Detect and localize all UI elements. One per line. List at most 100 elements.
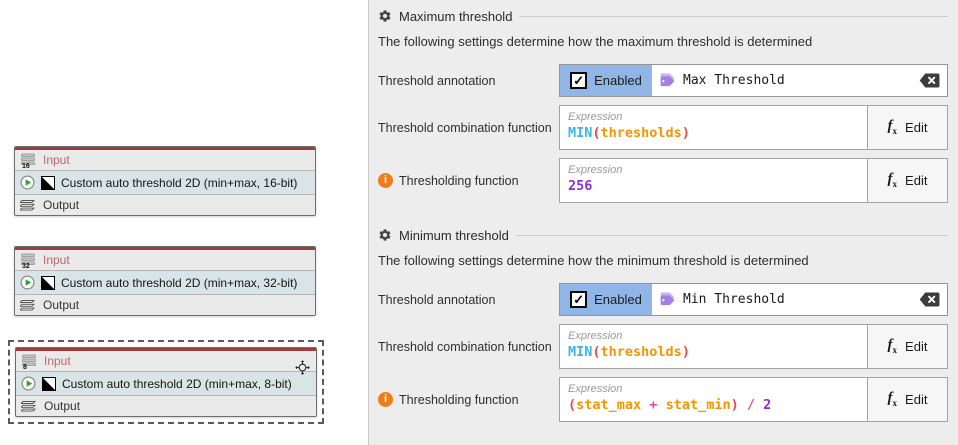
clear-text-icon[interactable] [919, 73, 940, 88]
image-stack-icon: 32 [20, 253, 37, 270]
node-input-label: Input [43, 253, 70, 267]
fx-icon: fx [887, 337, 898, 355]
info-icon: i [378, 173, 393, 188]
node-title-row[interactable]: Custom auto threshold 2D (min+max, 16-bi… [15, 170, 315, 194]
block-settings-panel: Maximum threshold The following settings… [368, 0, 958, 445]
move-cursor-icon [295, 360, 310, 380]
checkbox-label: Enabled [594, 73, 642, 88]
expression-placeholder: Expression [568, 164, 623, 176]
expression-code[interactable]: MIN(thresholds) [568, 344, 690, 361]
expression-code[interactable]: (stat_max + stat_min) / 2 [568, 397, 772, 414]
bit-depth-badge: 8 [23, 363, 27, 371]
annotation-value[interactable]: Max Threshold [683, 73, 785, 88]
expression-code[interactable]: MIN(thresholds) [568, 125, 690, 142]
expression-placeholder: Expression [568, 330, 623, 342]
info-icon: i [378, 392, 393, 407]
node-input-label: Input [43, 153, 70, 167]
fx-icon: fx [887, 171, 898, 189]
expression-placeholder: Expression [568, 111, 623, 123]
expression-placeholder: Expression [568, 383, 623, 395]
annotation-text-field[interactable]: Min Threshold [652, 284, 947, 315]
fx-icon: fx [887, 118, 898, 136]
fx-icon: fx [887, 390, 898, 408]
section-header: Minimum threshold [378, 226, 948, 244]
annotation-text-field[interactable]: Max Threshold [652, 65, 947, 96]
field-label: Threshold annotation [378, 73, 496, 88]
row-threshold-annotation: Threshold annotation ✓ Enabled Max Thres… [378, 64, 948, 97]
section-title: Maximum threshold [399, 8, 513, 24]
section-minimum-threshold: Minimum threshold The following settings… [378, 226, 948, 422]
image-stack-icon: 16 [20, 153, 37, 170]
field-label: i Thresholding function [378, 392, 559, 407]
selection-marquee: 8 Input Custom auto threshold 2D (min+ma… [8, 340, 324, 424]
node-output-row[interactable]: Output [15, 294, 315, 315]
edit-expression-button[interactable]: fx Edit [868, 158, 948, 203]
expression-code[interactable]: 256 [568, 178, 593, 195]
edit-expression-button[interactable]: fx Edit [868, 324, 948, 369]
row-threshold-annotation: Threshold annotation ✓ Enabled Min Thres… [378, 283, 948, 316]
run-block-icon[interactable] [20, 175, 35, 190]
node-input-label: Input [44, 354, 71, 368]
section-divider [519, 15, 948, 17]
enabled-checkbox[interactable]: ✓ Enabled [560, 65, 652, 96]
node-accent-bar [16, 348, 316, 351]
field-label: Threshold combination function [378, 120, 552, 135]
node-title-label: Custom auto threshold 2D (min+max, 8-bit… [62, 376, 292, 391]
expression-field[interactable]: Expression MIN(thresholds) [559, 105, 868, 150]
image-stack-icon: 8 [21, 354, 38, 371]
node-accent-bar [15, 147, 315, 150]
row-thresholding-function: i Thresholding function Expression 256 f… [378, 158, 948, 203]
node-threshold-8bit[interactable]: 8 Input Custom auto threshold 2D (min+ma… [15, 347, 317, 417]
edit-expression-button[interactable]: fx Edit [868, 105, 948, 150]
clear-text-icon[interactable] [919, 292, 940, 307]
expression-input-group: Expression MIN(thresholds) fx Edit [559, 105, 948, 150]
checkbox-checked-icon[interactable]: ✓ [570, 72, 588, 89]
threshold-preview-icon [42, 376, 56, 391]
image-stack-icon [21, 399, 38, 414]
workflow-canvas[interactable]: 16 Input Custom auto threshold 2D (min+m… [0, 0, 368, 445]
expression-input-group: Expression MIN(thresholds) fx Edit [559, 324, 948, 369]
expression-field[interactable]: Expression 256 [559, 158, 868, 203]
bit-depth-badge: 16 [22, 162, 30, 170]
node-output-label: Output [43, 198, 80, 212]
row-thresholding-function: i Thresholding function Expression (stat… [378, 377, 948, 422]
expression-input-group: Expression 256 fx Edit [559, 158, 948, 203]
expression-field[interactable]: Expression (stat_max + stat_min) / 2 [559, 377, 868, 422]
section-description: The following settings determine how the… [378, 253, 809, 268]
node-threshold-32bit[interactable]: 32 Input Custom auto threshold 2D (min+m… [14, 246, 316, 316]
section-header: Maximum threshold [378, 7, 948, 25]
node-input-row[interactable]: 32 Input [15, 250, 315, 270]
tag-icon [660, 292, 675, 306]
node-input-row[interactable]: 16 Input [15, 150, 315, 170]
field-label: Threshold combination function [378, 339, 552, 354]
node-accent-bar [15, 247, 315, 250]
edit-expression-button[interactable]: fx Edit [868, 377, 948, 422]
node-output-row[interactable]: Output [16, 395, 316, 416]
node-title-row[interactable]: Custom auto threshold 2D (min+max, 32-bi… [15, 270, 315, 294]
threshold-preview-icon [41, 175, 55, 190]
field-label: Threshold annotation [378, 292, 496, 307]
image-stack-icon [20, 298, 37, 313]
section-divider [515, 234, 948, 236]
node-output-label: Output [44, 399, 81, 413]
annotation-input-group: ✓ Enabled Max Threshold [559, 64, 948, 97]
bit-depth-badge: 32 [22, 262, 30, 270]
threshold-preview-icon [41, 275, 55, 290]
image-stack-icon [20, 198, 37, 213]
annotation-value[interactable]: Min Threshold [683, 292, 785, 307]
node-input-row[interactable]: 8 Input [16, 351, 316, 371]
section-description: The following settings determine how the… [378, 34, 813, 49]
node-title-row[interactable]: Custom auto threshold 2D (min+max, 8-bit… [16, 371, 316, 395]
section-maximum-threshold: Maximum threshold The following settings… [378, 7, 948, 203]
row-threshold-combination: Threshold combination function Expressio… [378, 105, 948, 150]
node-threshold-16bit[interactable]: 16 Input Custom auto threshold 2D (min+m… [14, 146, 316, 216]
gear-icon [379, 10, 391, 22]
expression-input-group: Expression (stat_max + stat_min) / 2 fx … [559, 377, 948, 422]
checkbox-checked-icon[interactable]: ✓ [570, 291, 588, 308]
run-block-icon[interactable] [20, 275, 35, 290]
run-block-icon[interactable] [21, 376, 36, 391]
expression-field[interactable]: Expression MIN(thresholds) [559, 324, 868, 369]
enabled-checkbox[interactable]: ✓ Enabled [560, 284, 652, 315]
node-output-row[interactable]: Output [15, 194, 315, 215]
row-threshold-combination: Threshold combination function Expressio… [378, 324, 948, 369]
